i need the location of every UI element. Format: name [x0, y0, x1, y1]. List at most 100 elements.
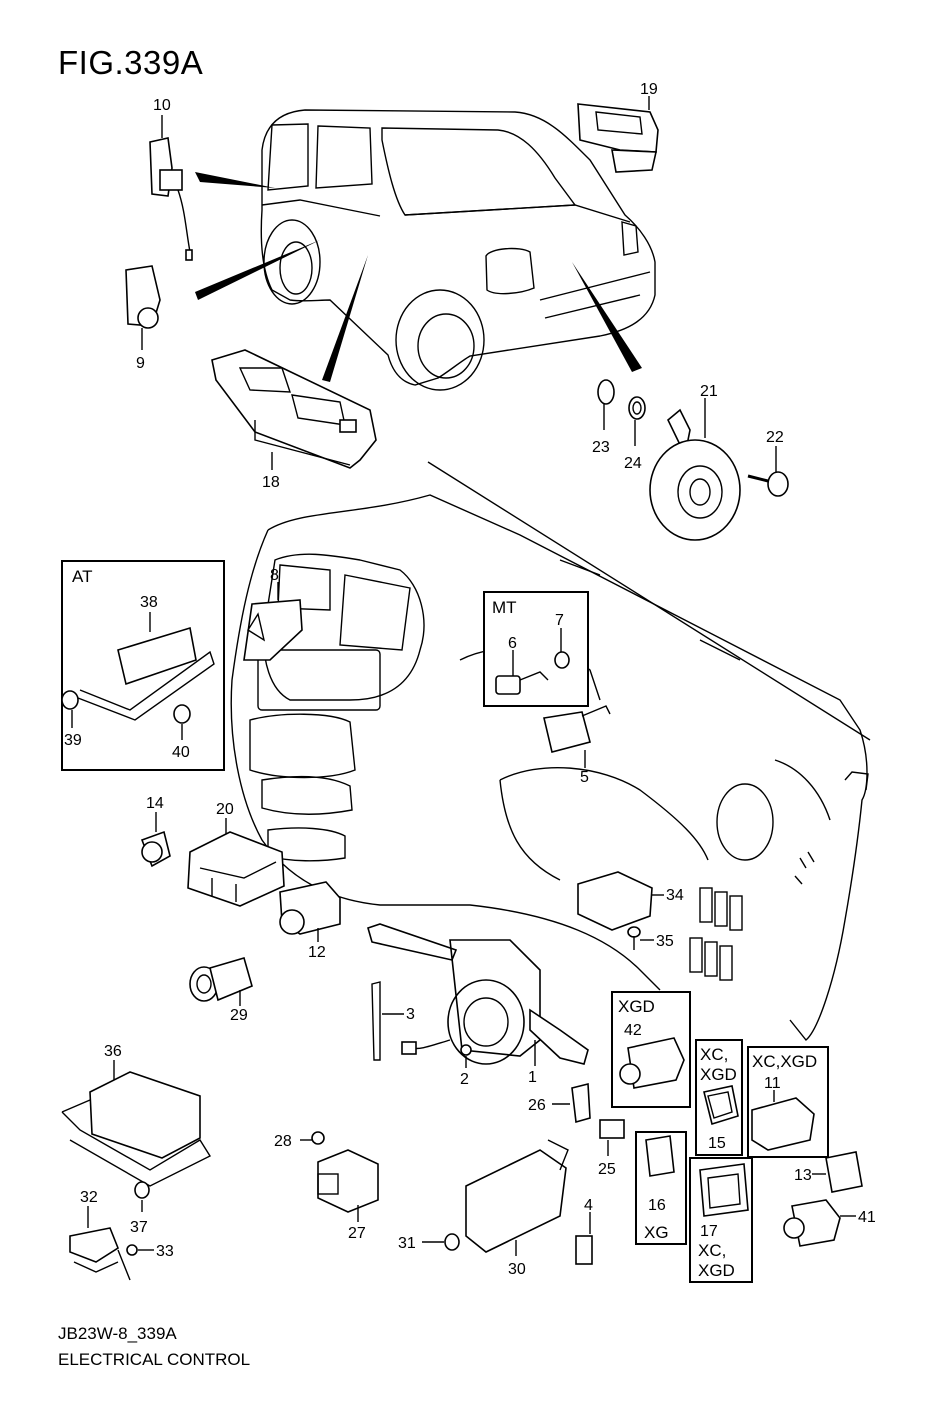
part-36-sdm: 36: [61, 1043, 212, 1187]
part-27-relay: 27: [317, 1149, 379, 1242]
variant-label-at: AT: [72, 567, 92, 586]
callout-5: 5: [580, 769, 589, 786]
callout-16: 16: [648, 1197, 666, 1214]
callout-1: 1: [528, 1069, 537, 1086]
callout-4: 4: [584, 1197, 593, 1214]
part-2-screw: 2: [460, 1044, 472, 1088]
part-15-switch: 15: [703, 1085, 739, 1152]
callout-26: 26: [528, 1097, 546, 1114]
part-13-switch: 13: [794, 1151, 863, 1193]
callout-21: 21: [700, 383, 718, 400]
callout-28: 28: [274, 1133, 292, 1150]
callout-11: 11: [764, 1075, 781, 1092]
part-33-screw: 33: [126, 1243, 174, 1260]
callout-35: 35: [656, 933, 674, 950]
part-11-switch: 11: [751, 1075, 815, 1151]
variant-label-xgd-3: XGD: [698, 1261, 735, 1280]
callout-33: 33: [156, 1243, 174, 1260]
variant-label-xc: XC,: [700, 1045, 728, 1064]
part-22-bolt: 22: [747, 429, 789, 497]
callout-8: 8: [270, 567, 279, 584]
part-17-switch: 17: [699, 1163, 749, 1240]
part-14-switch: 14: [140, 795, 171, 868]
callout-29: 29: [230, 1007, 248, 1024]
callout-34: 34: [666, 887, 684, 904]
part-20-control-unit: 20: [187, 801, 285, 907]
part-3-clip: 3: [371, 981, 415, 1061]
part-31-nut: 31: [398, 1233, 460, 1252]
callout-40: 40: [172, 744, 190, 761]
variant-label-xgd: XGD: [618, 997, 655, 1016]
part-32-sensor: 32: [69, 1189, 131, 1281]
variant-label-xc-xgd: XC,XGD: [752, 1052, 817, 1071]
part-5-stop-lamp-switch: 5: [543, 705, 611, 786]
part-21-horn: 21: [649, 383, 741, 541]
callout-38: 38: [140, 594, 158, 611]
callout-41: 41: [858, 1209, 876, 1226]
callout-13: 13: [794, 1167, 812, 1184]
figure-description: ELECTRICAL CONTROL: [58, 1350, 251, 1369]
callout-17: 17: [700, 1223, 718, 1240]
part-18-window-master-switch: 18: [211, 349, 377, 491]
callout-7: 7: [555, 612, 564, 629]
variant-label-mt: MT: [492, 598, 517, 617]
part-34-relay: 34: [577, 871, 684, 931]
part-25-relay: 25: [598, 1119, 625, 1178]
variant-label-xc-3: XC,: [698, 1241, 726, 1260]
part-19-window-switch: 19: [577, 81, 659, 173]
callout-32: 32: [80, 1189, 98, 1206]
part-26-bracket: 26: [528, 1082, 591, 1124]
part-38-at-module: 38: [77, 594, 215, 721]
variant-label-xgd-2: XGD: [700, 1065, 737, 1084]
part-7-nut: 7: [554, 612, 570, 669]
part-12-switch: 12: [279, 881, 341, 961]
part-30-junction-block: 30: [465, 1139, 569, 1278]
callout-19: 19: [640, 81, 658, 98]
callout-3: 3: [406, 1006, 415, 1023]
part-4-connector: 4: [575, 1197, 593, 1265]
part-10-door-switch: 10: [149, 97, 193, 261]
part-35-bolt: 35: [627, 926, 674, 950]
part-41-switch: 41: [783, 1199, 876, 1247]
part-42-switch: 42: [619, 1022, 685, 1089]
callout-20: 20: [216, 801, 234, 818]
callout-42: 42: [624, 1022, 642, 1039]
part-6-switch: 6: [495, 635, 549, 695]
part-1-combination-switch: 1: [367, 923, 589, 1086]
callout-27: 27: [348, 1225, 366, 1242]
callout-37: 37: [130, 1219, 148, 1236]
callout-24: 24: [624, 455, 642, 472]
callout-15: 15: [708, 1135, 726, 1152]
figure-title: FIG.339A: [58, 44, 204, 81]
part-37-bolt: 37: [130, 1181, 150, 1236]
instrument-panel: [230, 461, 871, 1041]
callout-9: 9: [136, 355, 145, 372]
part-9-switch: 9: [125, 265, 161, 372]
callout-23: 23: [592, 439, 610, 456]
callout-25: 25: [598, 1161, 616, 1178]
callout-18: 18: [262, 474, 280, 491]
callout-36: 36: [104, 1043, 122, 1060]
variant-label-xg: XG: [644, 1223, 669, 1242]
part-8-hazard-switch: 8: [243, 567, 303, 661]
callout-10: 10: [153, 97, 171, 114]
callout-2: 2: [460, 1071, 469, 1088]
part-40-nut: 40: [172, 704, 191, 761]
part-16-cover: 16: [645, 1135, 675, 1214]
callout-22: 22: [766, 429, 784, 446]
callout-12: 12: [308, 944, 326, 961]
part-23-nut: 23: [592, 379, 615, 456]
part-28-screw: 28: [274, 1131, 325, 1150]
callout-6: 6: [508, 635, 517, 652]
callout-14: 14: [146, 795, 164, 812]
part-29-ignition-switch: 29: [189, 957, 253, 1024]
leader-wedges: [195, 172, 642, 382]
callout-30: 30: [508, 1261, 526, 1278]
callout-31: 31: [398, 1235, 416, 1252]
part-39-screw: 39: [61, 690, 82, 749]
vehicle-illustration: [260, 109, 656, 391]
callout-39: 39: [64, 732, 82, 749]
figure-code: JB23W-8_339A: [58, 1324, 177, 1343]
part-24-washer: 24: [624, 396, 646, 472]
